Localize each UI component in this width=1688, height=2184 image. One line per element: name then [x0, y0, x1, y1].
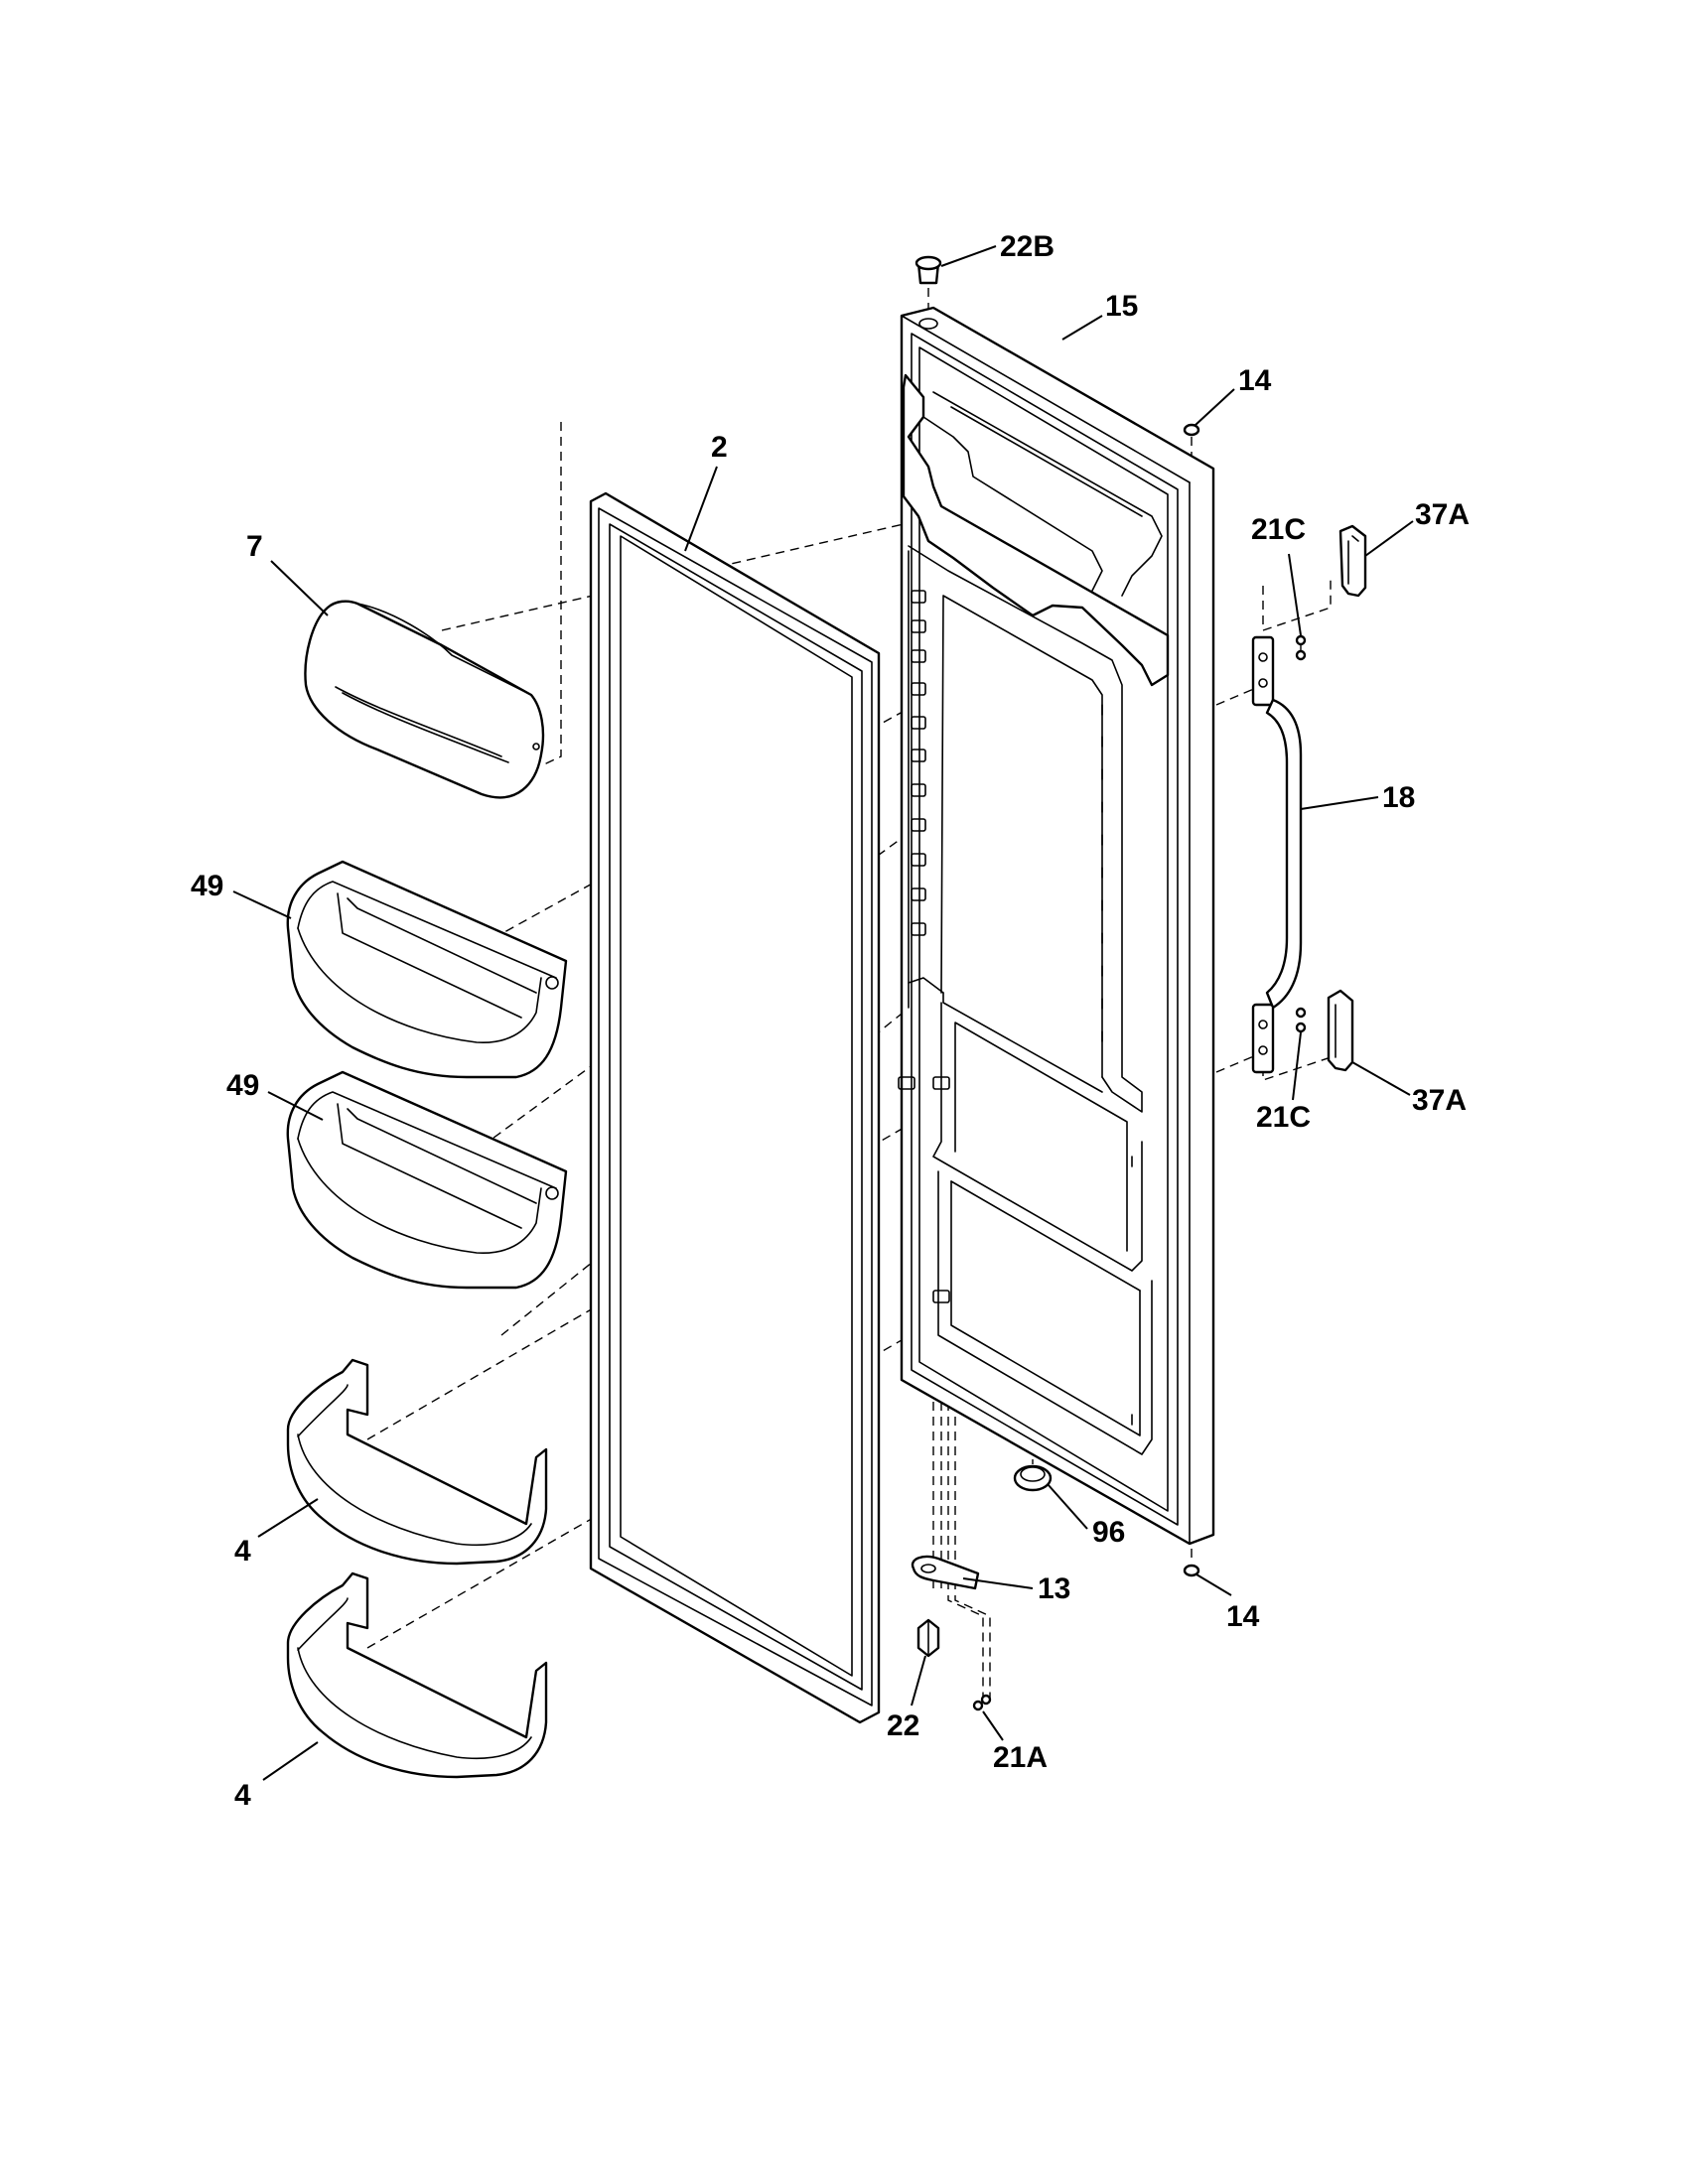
- door-right-ribs: [1101, 704, 1133, 1426]
- door-handle-18: [1251, 635, 1303, 1074]
- callout-13: 13: [1038, 1572, 1070, 1605]
- callout-14-bottom: 14: [1226, 1600, 1260, 1633]
- handle-cap-37a-upper: [1338, 524, 1367, 598]
- bushing-22: [916, 1618, 940, 1658]
- hinge-13: [911, 1555, 980, 1590]
- cap-96: [1013, 1464, 1053, 1492]
- screws-21a: [972, 1694, 992, 1711]
- plug-14-bottom: [1183, 1564, 1200, 1577]
- leader-lines: [232, 245, 1414, 1781]
- dairy-door-cover-7: [304, 600, 545, 799]
- callout-37a-top: 37A: [1415, 498, 1470, 531]
- handle-cap-37a-lower: [1327, 989, 1354, 1072]
- callout-2: 2: [711, 431, 728, 464]
- door-bin-supports: [898, 590, 950, 1303]
- callout-21c-top: 21C: [1251, 513, 1306, 546]
- refrigerator-door-15: [898, 306, 1215, 1546]
- callout-21c-bottom: 21C: [1256, 1101, 1311, 1134]
- door-shelf-4-lower: [286, 1571, 548, 1779]
- callout-37a-bottom: 37A: [1412, 1084, 1467, 1117]
- hinge-bushing-22b: [914, 255, 942, 285]
- plug-14-top: [1183, 423, 1200, 437]
- callout-4-lower: 4: [234, 1779, 251, 1812]
- callout-14-top: 14: [1238, 364, 1272, 397]
- door-bin-49-lower: [286, 1070, 568, 1290]
- door-bin-49-upper: [286, 860, 568, 1079]
- callout-18: 18: [1382, 781, 1415, 814]
- callout-22: 22: [887, 1709, 919, 1742]
- callout-22b: 22B: [1000, 230, 1055, 263]
- callout-21a: 21A: [993, 1741, 1048, 1774]
- callout-labels: 22B 15 14 2 7 21C 37A 18 49 49 21C 37A 9…: [191, 230, 1470, 1812]
- callout-15: 15: [1105, 290, 1138, 323]
- callout-49-lower: 49: [226, 1069, 259, 1102]
- callout-4-upper: 4: [234, 1535, 251, 1568]
- door-shelf-4-upper: [286, 1358, 548, 1566]
- callout-7: 7: [246, 530, 263, 563]
- callout-96: 96: [1092, 1516, 1125, 1549]
- callout-49-upper: 49: [191, 870, 223, 902]
- screws-21c: [1295, 634, 1307, 1033]
- door-gasket-2: [589, 491, 881, 1724]
